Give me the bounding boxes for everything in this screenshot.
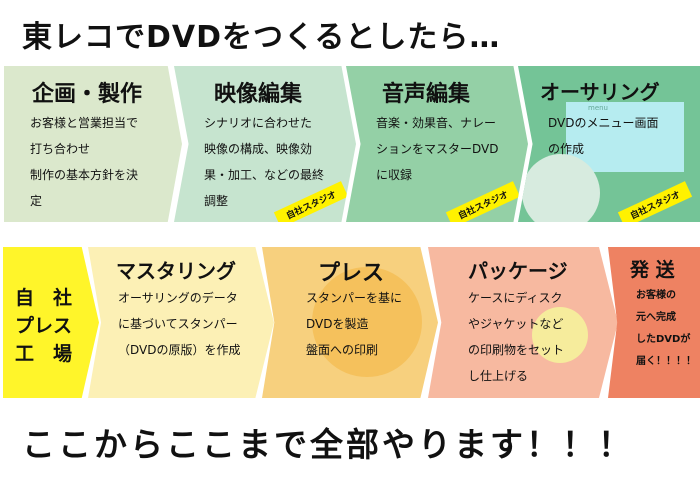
step-desc-line: お客様の	[636, 290, 676, 301]
step-video-editing: 映像編集 シナリオに合わせた 映像の構成、映像効 果・加工、などの最終 調整 自…	[174, 66, 356, 222]
menu-label: menu	[588, 104, 608, 112]
step-planning: 企画・製作 お客様と営業担当で 打ち合わせ 制作の基本方針を決 定	[4, 66, 182, 222]
step-desc-line: （DVDの原版）を作成	[118, 343, 241, 357]
step-desc-line: スタンパーを基に	[306, 291, 403, 305]
step-desc-line: 果・加工、などの最終	[204, 168, 325, 182]
step-desc-line: 制作の基本方針を決	[30, 168, 139, 182]
step-desc-line: の印刷物をセット	[468, 343, 565, 357]
step-shipping: 発 送 お客様の 元へ完成 したDVDが 届く！！！！	[608, 247, 700, 398]
menu-screen-illustration: menu	[566, 102, 684, 172]
in-house-press-factory-label: 自 社 プレス 工 場	[3, 247, 99, 398]
step-desc-line: 映像の構成、映像効	[204, 142, 313, 156]
step-desc-line: の作成	[548, 142, 585, 156]
step-desc-line: 定	[30, 194, 43, 208]
disc-illustration	[312, 267, 422, 377]
disc-illustration	[532, 307, 588, 363]
disc-illustration	[522, 154, 600, 222]
step-desc-line: オーサリングのデータ	[118, 291, 238, 305]
step-mastering: マスタリング オーサリングのデータ に基づいてスタンパー （DVDの原版）を作成	[88, 247, 274, 398]
step-desc-line: したDVDが	[636, 334, 691, 345]
step-title: 発 送	[630, 259, 675, 281]
step-title: 映像編集	[214, 82, 303, 107]
slogan: ここからここまで全部やります！！！	[22, 425, 634, 464]
step-title: 企画・製作	[32, 82, 143, 107]
step-package: パッケージ ケースにディスク やジャケットなど の印刷物をセット し仕上げる	[428, 247, 618, 398]
step-desc-line: 届く！！！！	[636, 356, 696, 367]
step-desc-line: に収録	[376, 168, 413, 182]
step-desc-line: DVDのメニュー画面	[548, 116, 659, 130]
step-desc-line: シナリオに合わせた	[204, 116, 313, 130]
headline: 東レコでDVDをつくるとしたら…	[22, 20, 501, 55]
in-house-studio-badge: 自社スタジオ	[617, 181, 693, 222]
step-desc-line: 打ち合わせ	[30, 142, 91, 156]
step-desc-line: ションをマスターDVD	[376, 142, 499, 156]
in-house-studio-badge: 自社スタジオ	[445, 181, 521, 222]
step-title: 音声編集	[382, 82, 471, 107]
step-desc-line: 音楽・効果音、ナレー	[376, 116, 497, 130]
step-title: オーサリング	[540, 80, 660, 104]
step-desc-line: 盤面への印刷	[306, 343, 379, 357]
step-desc-line: 調整	[204, 194, 229, 208]
step-authoring: menu オーサリング DVDのメニュー画面 の作成 自社スタジオ	[518, 66, 700, 222]
in-house-studio-badge: 自社スタジオ	[273, 181, 349, 222]
step-desc-line: し仕上げる	[468, 369, 529, 383]
step-desc-line: 元へ完成	[636, 312, 676, 323]
step-desc-line: やジャケットなど	[468, 317, 564, 331]
step-desc-line: お客様と営業担当で	[30, 116, 139, 130]
step-desc-line: に基づいてスタンパー	[118, 317, 238, 331]
step-title: プレス	[318, 261, 385, 286]
step-press: プレス スタンパーを基に DVDを製造 盤面への印刷	[262, 247, 438, 398]
step-title: マスタリング	[116, 259, 236, 283]
step-audio-editing: 音声編集 音楽・効果音、ナレー ションをマスターDVD に収録 自社スタジオ	[346, 66, 528, 222]
step-desc-line: ケースにディスク	[468, 291, 563, 305]
step-desc-line: DVDを製造	[306, 317, 369, 331]
step-title: パッケージ	[468, 259, 568, 283]
